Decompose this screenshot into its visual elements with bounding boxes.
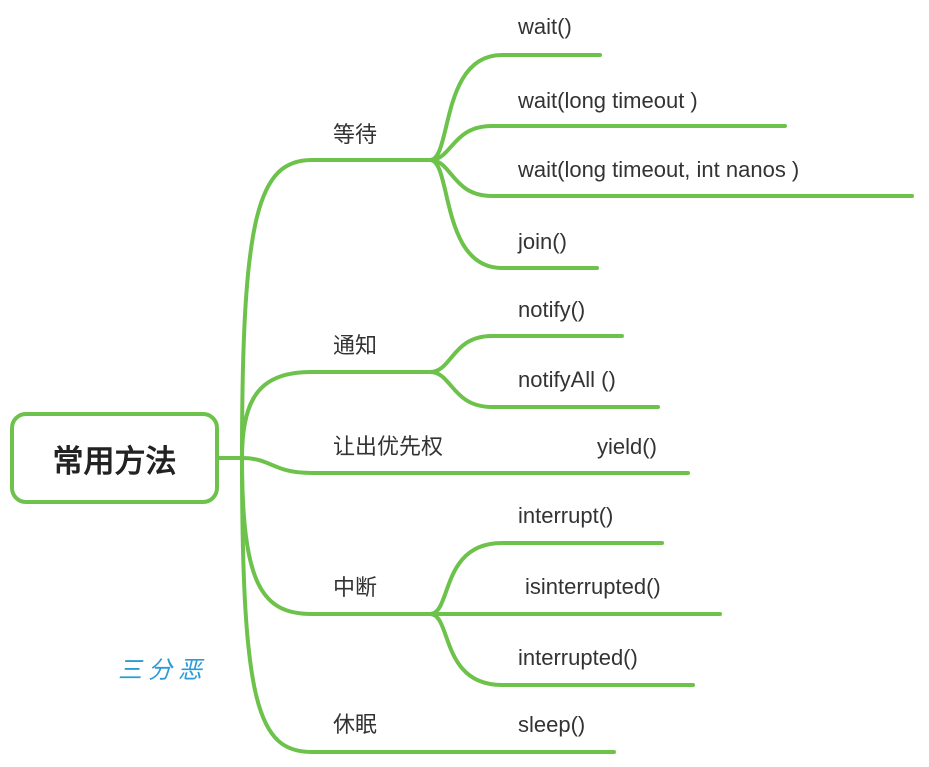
connector-root-notify-group	[240, 370, 432, 460]
connector-root-yield-group	[240, 456, 690, 475]
connector-join	[428, 158, 599, 270]
leaf-wait-timeout-nanos: wait(long timeout, int nanos )	[518, 157, 800, 182]
branch-sleep-label: 休眠	[333, 712, 378, 737]
branch-wait-label: 等待	[333, 122, 378, 147]
leaf-join: join()	[518, 229, 567, 254]
leaf-wait: wait()	[518, 14, 572, 39]
leaf-interrupted: interrupted()	[518, 645, 638, 670]
leaf-interrupt: interrupt()	[518, 503, 614, 528]
leaf-isinterrupted: isinterrupted()	[525, 574, 661, 599]
connector-interrupted	[428, 612, 695, 687]
leaf-yield: yield()	[597, 434, 657, 459]
root-node-label: 常用方法	[52, 443, 177, 479]
connector-root-wait-group	[240, 158, 432, 460]
connector-interrupt	[428, 541, 664, 616]
branch-interrupt-label: 中断	[333, 575, 378, 600]
watermark-text: 三分恶	[118, 656, 208, 684]
leaf-notify-all: notifyAll ()	[518, 367, 616, 392]
leaf-wait-timeout: wait(long timeout )	[518, 88, 698, 113]
leaf-notify: notify()	[518, 297, 586, 322]
connector-root-sleep-group	[240, 456, 616, 754]
leaf-sleep: sleep()	[518, 712, 586, 737]
connector-wait-timeout	[428, 124, 787, 162]
branch-yield-label: 让出优先权	[333, 434, 444, 459]
branch-notify-label: 通知	[333, 333, 378, 358]
connector-notify	[428, 334, 624, 374]
connector-wait	[428, 53, 602, 162]
root-node-box	[10, 412, 219, 504]
connector-notify-all	[428, 370, 660, 409]
